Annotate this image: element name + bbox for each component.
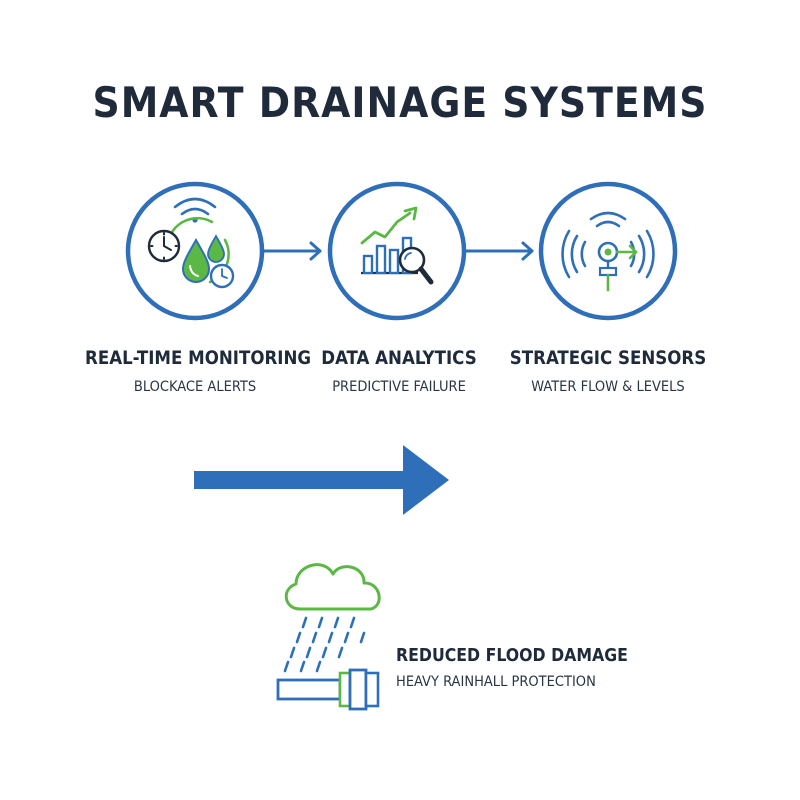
step-label-sensors: STRATEGIC SENSORS WATER FLOW & LEVELS — [498, 348, 718, 395]
step-circle-analytics — [327, 181, 467, 321]
step-heading: DATA ANALYTICS — [321, 348, 477, 369]
monitoring-icon — [147, 197, 235, 289]
sensor-icon — [561, 211, 655, 292]
step-circle-sensors — [538, 181, 678, 321]
step-label-monitoring: REAL-TIME MONITORING BLOCKACE ALERTS — [85, 348, 312, 395]
step-heading: STRATEGIC SENSORS — [509, 348, 707, 369]
step-subheading: PREDICTIVE FAILURE — [332, 379, 466, 395]
step-heading: REAL-TIME MONITORING — [85, 348, 312, 369]
connector-arrow-1 — [262, 241, 322, 261]
outcome-label: REDUCED FLOOD DAMAGE HEAVY RAINHALL PROT… — [396, 646, 628, 690]
page-title: SMART DRAINAGE SYSTEMS — [92, 78, 708, 127]
outcome-subheading: HEAVY RAINHALL PROTECTION — [396, 674, 596, 690]
big-arrow — [194, 445, 449, 515]
step-subheading: BLOCKACE ALERTS — [133, 379, 257, 395]
outcome-heading: REDUCED FLOOD DAMAGE — [396, 646, 628, 666]
step-label-analytics: DATA ANALYTICS PREDICTIVE FAILURE — [289, 348, 509, 395]
rain-pipe-icon — [276, 563, 381, 711]
analytics-icon — [360, 206, 434, 285]
step-circle-monitoring — [125, 181, 265, 321]
connector-arrow-2 — [464, 241, 534, 261]
step-subheading: WATER FLOW & LEVELS — [531, 379, 685, 395]
